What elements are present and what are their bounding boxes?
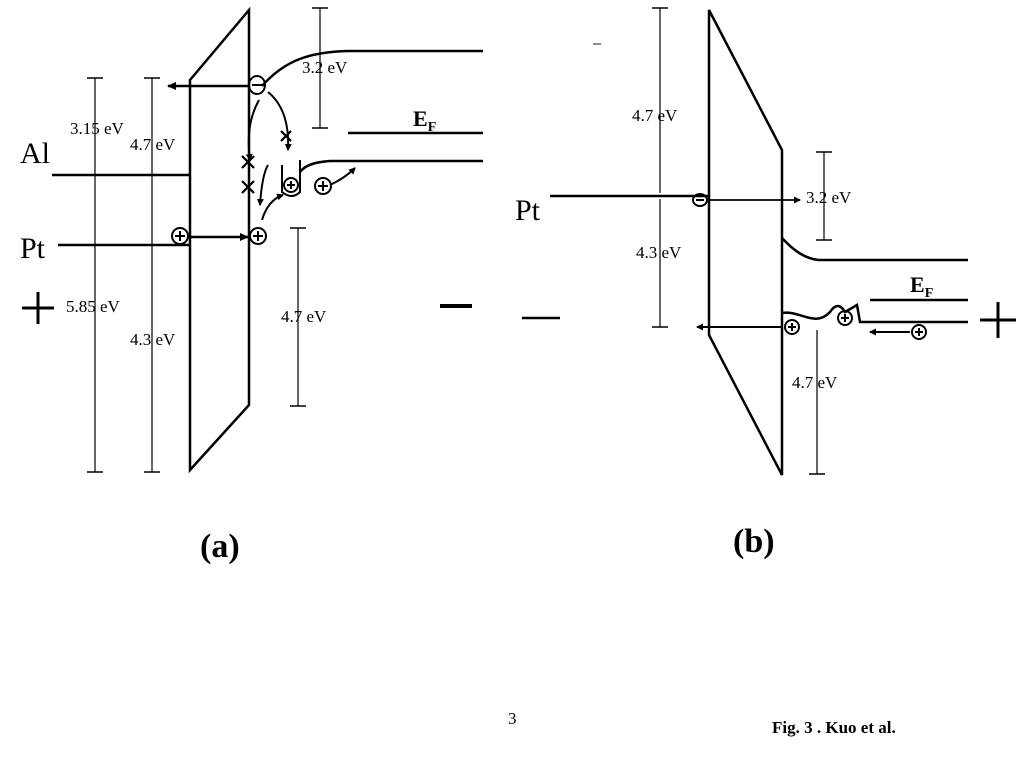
panel-a xyxy=(22,6,483,474)
figure-caption: Fig. 3 . Kuo et al. xyxy=(772,718,896,737)
hole-bulk-a xyxy=(314,177,332,195)
cb-offset-label-b: 3.2 eV xyxy=(806,188,852,207)
pt-label-b: Pt xyxy=(515,194,541,227)
cross-marks-a xyxy=(241,130,292,194)
barrier-total-label: 5.85 eV xyxy=(66,297,121,316)
hole-interface-a xyxy=(249,227,267,245)
electron-b xyxy=(692,193,708,207)
plus-sign-a xyxy=(22,292,54,324)
fermi-label-b: EF xyxy=(910,272,933,301)
panel-b xyxy=(522,7,1016,476)
page-number: 3 xyxy=(508,709,517,728)
conduction-band-b xyxy=(781,237,968,262)
vacuum-pt-label: 4.7 eV xyxy=(130,135,176,154)
cb-offset-label-a: 3.2 eV xyxy=(302,58,348,77)
panel-a-label: (a) xyxy=(200,528,240,565)
valence-band-b xyxy=(781,303,968,324)
fermi-label-a: EF xyxy=(413,106,436,135)
conduction-band-a xyxy=(261,49,483,87)
hole-b2 xyxy=(837,310,853,326)
hole-pt-a xyxy=(171,227,189,245)
hole-b1 xyxy=(784,319,800,335)
oxide-barrier-b xyxy=(707,9,784,476)
barrier-al-label: 3.15 eV xyxy=(70,119,125,138)
barrier-pt-label: 4.3 eV xyxy=(130,330,176,349)
hole-b3 xyxy=(911,324,927,340)
pt-label-a: Pt xyxy=(20,232,46,265)
hole-notch-a xyxy=(283,177,299,193)
panel-b-label: (b) xyxy=(733,523,775,560)
plus-sign-b xyxy=(980,302,1016,338)
electron-a xyxy=(248,75,266,95)
valence-band-a xyxy=(298,159,483,173)
al-label: Al xyxy=(20,137,50,170)
vb-offset-label-a: 4.7 eV xyxy=(281,307,327,326)
vb-offset-label-b: 4.7 eV xyxy=(792,373,838,392)
lower-gap-label-b: 4.3 eV xyxy=(636,243,682,262)
small-minus-b: − xyxy=(592,34,602,54)
oxide-barrier-a xyxy=(188,6,251,474)
upper-gap-label-b: 4.7 eV xyxy=(632,106,678,125)
